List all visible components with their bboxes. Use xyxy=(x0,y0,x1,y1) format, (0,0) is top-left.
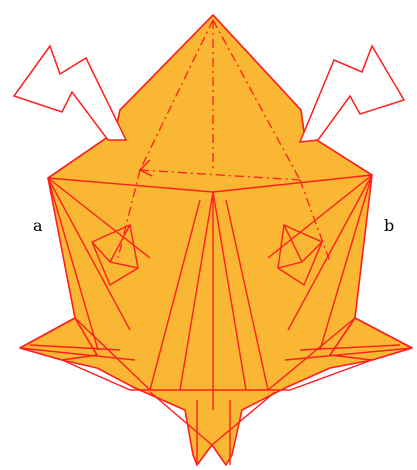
label-a: a xyxy=(33,218,43,234)
label-b: b xyxy=(384,218,394,234)
right-push-arrow xyxy=(300,46,404,142)
left-push-arrow xyxy=(14,46,126,140)
